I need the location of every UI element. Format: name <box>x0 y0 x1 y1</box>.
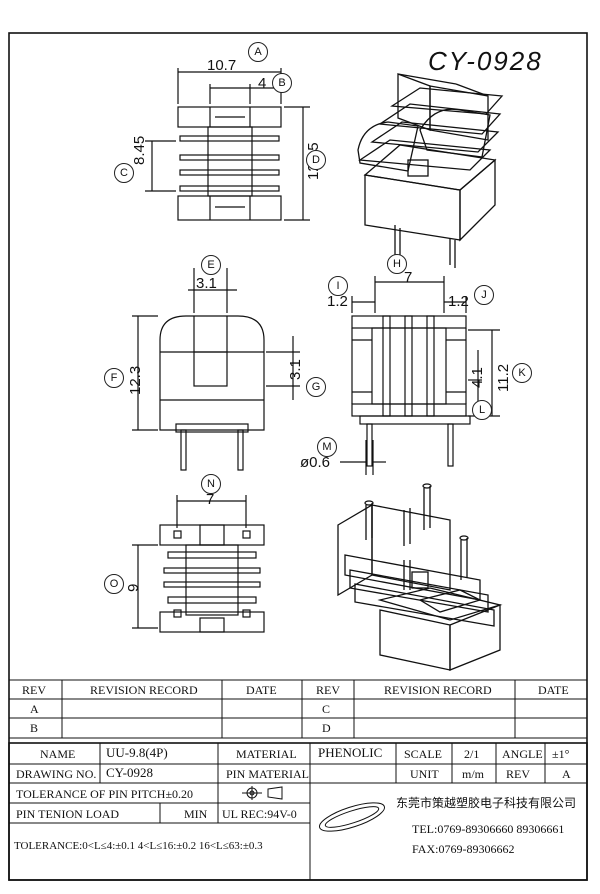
view-front-top <box>145 68 310 221</box>
rev-header-2: REV <box>316 683 340 697</box>
angle-value: ±1° <box>552 747 570 761</box>
title-block-lines <box>8 742 588 881</box>
outer-frame <box>8 32 588 881</box>
unit-value: m/m <box>462 767 485 781</box>
material-value: PHENOLIC <box>318 745 383 760</box>
dim-g: 3.1 <box>287 359 304 380</box>
rev-row-c: C <box>322 702 331 716</box>
rev-value: A <box>562 767 571 781</box>
rev-header-1: REV <box>22 683 46 697</box>
callout-j: J <box>474 285 494 305</box>
revision-table-lines <box>8 679 588 739</box>
pin-material-label: PIN MATERIAL <box>226 767 309 781</box>
tolerance-line: TOLERANCE:0<L≤4:±0.1 4<L≤16:±0.2 16<L≤63… <box>14 840 263 852</box>
callout-e: E <box>201 255 221 275</box>
dim-h: 7 <box>404 269 413 286</box>
pin-tension-label: PIN TENION LOAD <box>16 807 120 821</box>
dim-a: 10.7 <box>207 57 237 74</box>
callout-k: K <box>512 363 532 383</box>
name-value: UU-9.8(4P) <box>106 745 168 760</box>
dim-k1: 4.1 <box>469 367 486 388</box>
tel: TEL:0769-89306660 89306661 <box>412 822 565 836</box>
unit-label: UNIT <box>410 767 439 781</box>
revision-record-header-2: REVISION RECORD <box>384 683 492 697</box>
dim-c: 8.45 <box>131 135 148 165</box>
callout-b: B <box>272 73 292 93</box>
material-label: MATERIAL <box>236 747 297 761</box>
view-iso-bottom <box>337 483 503 671</box>
revision-record-header-1: REVISION RECORD <box>90 683 198 697</box>
callout-i: I <box>328 276 348 296</box>
callout-l: L <box>472 400 492 420</box>
name-label: NAME <box>40 747 76 761</box>
dim-b: 4 <box>258 75 267 92</box>
dim-k2: 11.2 <box>495 363 512 392</box>
dim-j: 1.2 <box>448 293 469 310</box>
callout-h: H <box>387 254 407 274</box>
callout-n: N <box>201 474 221 494</box>
ul-rec: UL REC:94V-0 <box>222 807 297 821</box>
date-header-1: DATE <box>246 683 277 697</box>
view-end <box>340 276 500 475</box>
callout-g: G <box>306 377 326 397</box>
dim-e: 3.1 <box>196 275 217 292</box>
dim-m: ø0.6 <box>300 454 331 471</box>
scale-label: SCALE <box>404 747 443 761</box>
pin-tension-value: MIN <box>184 807 208 821</box>
view-side <box>132 268 300 471</box>
date-header-2: DATE <box>538 683 569 697</box>
callout-a: A <box>248 42 268 62</box>
company-name: 东莞市策越塑胶电子科技有限公司 <box>396 796 577 810</box>
callout-c: C <box>114 163 134 183</box>
angle-label: ANGLE <box>502 747 543 761</box>
tolerance-pin-pitch: TOLERANCE OF PIN PITCH±0.20 <box>16 787 194 801</box>
drawing-title: CY-0928 <box>428 46 543 76</box>
dim-i: 1.2 <box>327 293 348 310</box>
dim-o: 9 <box>125 583 142 592</box>
rev-label: REV <box>506 767 530 781</box>
company-logo <box>319 802 385 832</box>
callout-o: O <box>104 574 124 594</box>
dim-f: 12.3 <box>127 365 144 395</box>
scale-value: 2/1 <box>464 747 480 761</box>
dim-n: 7 <box>206 491 215 508</box>
rev-row-a: A <box>30 702 39 716</box>
view-iso-top <box>357 73 504 268</box>
callout-d: D <box>306 150 326 170</box>
drawing-no-value: CY-0928 <box>106 765 153 780</box>
view-bottom <box>132 495 265 633</box>
projection-symbol <box>242 786 283 800</box>
fax: FAX:0769-89306662 <box>412 842 515 856</box>
callout-f: F <box>104 368 124 388</box>
drawing-no-label: DRAWING NO. <box>16 767 97 781</box>
callout-m: M <box>317 437 337 457</box>
rev-row-b: B <box>30 721 39 735</box>
rev-row-d: D <box>322 721 331 735</box>
